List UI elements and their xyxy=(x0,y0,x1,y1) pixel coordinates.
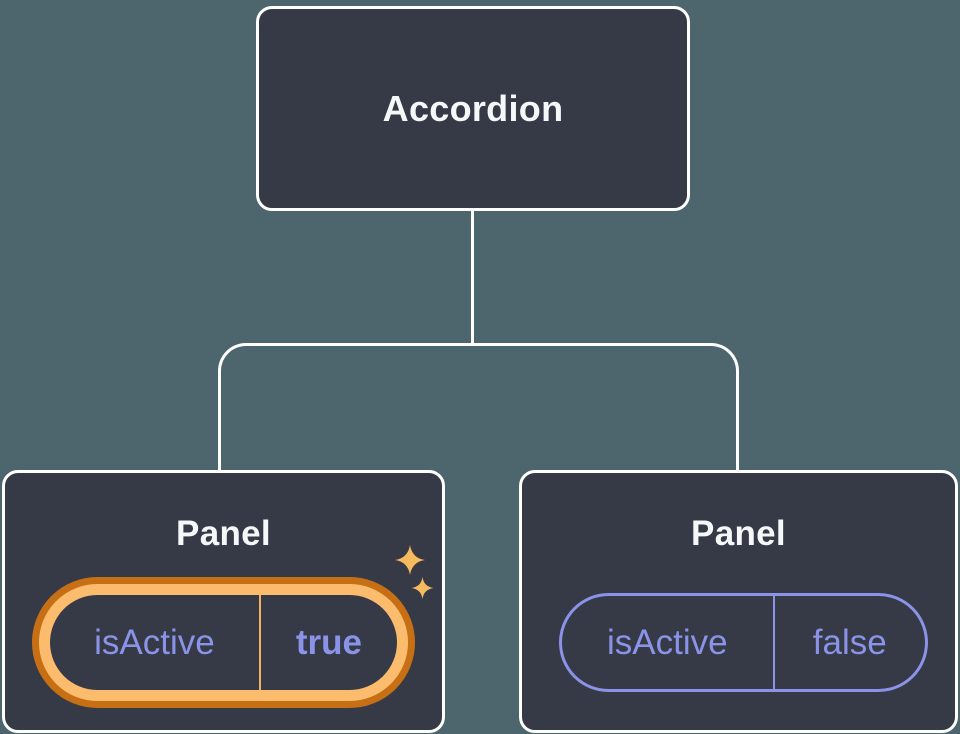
panel-title: Panel xyxy=(176,514,271,553)
connector-stem-line xyxy=(471,210,474,344)
state-pill-body: isActive true xyxy=(50,595,397,690)
state-value: false xyxy=(772,596,925,689)
panel-node-inactive: Panel isActive false xyxy=(519,470,958,733)
accordion-node: Accordion xyxy=(256,6,690,211)
state-pill-plain: isActive false xyxy=(559,593,928,692)
sparkles-icon xyxy=(393,544,437,602)
state-key: isActive xyxy=(606,622,728,662)
accordion-node-label: Accordion xyxy=(382,87,564,129)
state-pill-highlighted: isActive true xyxy=(32,577,415,708)
panel-node-active: Panel isActive true xyxy=(2,470,445,733)
panel-title: Panel xyxy=(691,514,786,553)
state-key: isActive xyxy=(94,622,215,662)
state-value: true xyxy=(258,595,397,690)
connector-branch-bracket xyxy=(218,343,739,470)
